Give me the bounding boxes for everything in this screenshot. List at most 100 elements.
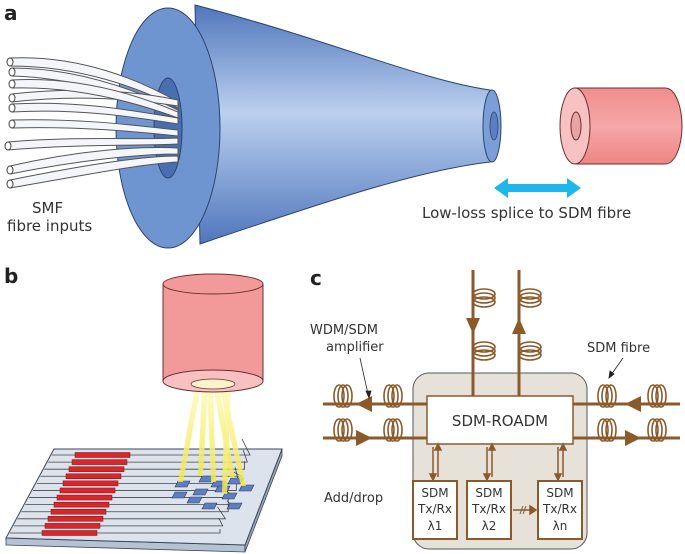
- transceiver-1: SDM Tx/Rx λ1: [412, 480, 458, 540]
- taper-output-core: [489, 111, 499, 141]
- waveguide-gain-segment: [71, 459, 128, 465]
- smf-fibre: [11, 119, 179, 137]
- splice-double-arrow-icon: [494, 178, 581, 198]
- amplifier-label-line1: WDM/SDM: [310, 323, 378, 338]
- sdm-fibre-label: SDM fibre: [587, 341, 650, 356]
- sdm-fibre-pointer: [610, 357, 624, 376]
- transceiver-n-line3: λn: [553, 519, 568, 533]
- smf-fibre: [11, 79, 179, 119]
- transceiver-2-line2: Tx/Rx: [471, 502, 506, 516]
- arrow-left-icon: [356, 396, 372, 412]
- waveguide: [106, 495, 229, 513]
- waveguide: [97, 529, 221, 534]
- waveguide-gain-segment: [74, 452, 131, 458]
- fibre-end-icon: [6, 57, 14, 67]
- waveguide: [127, 449, 248, 463]
- fibre-coil-icon: [472, 341, 496, 361]
- waveguide-gain-segment: [68, 466, 125, 472]
- waveguide: [130, 438, 251, 456]
- transceiver-n-line1: SDM: [546, 486, 573, 500]
- fibre-coil-icon: [597, 418, 617, 442]
- add-drop-link-1: [428, 442, 443, 482]
- grating-coupler-pad: [226, 502, 243, 510]
- panel-a: a: [4, 1, 683, 249]
- fibre-coil-icon: [518, 288, 542, 308]
- waveguide-gain-segment: [56, 494, 113, 501]
- arrow-up-icon: [512, 318, 526, 334]
- waveguide-gain-segment: [47, 516, 104, 522]
- smf-fibre-ends: [4, 57, 16, 189]
- smf-fibre: [11, 102, 179, 125]
- free-space-beams: [178, 386, 246, 494]
- fibre-top-face: [162, 273, 264, 295]
- waveguide: [124, 461, 245, 470]
- fibre-end-icon: [8, 119, 16, 129]
- arrow-left-icon: [625, 396, 641, 412]
- grating-coupler-pad: [221, 492, 238, 500]
- panel-c: c SDM-ROADM: [310, 266, 680, 550]
- waveguide-gain-segment: [41, 530, 98, 536]
- fibre-end-icon: [6, 165, 14, 175]
- light-beam: [198, 386, 208, 476]
- fibre-coil-icon: [383, 418, 403, 442]
- transceiver-n: SDM Tx/Rx λn: [537, 480, 583, 540]
- fibre-bottom-core: [190, 378, 236, 390]
- fibre-coil-icon: [647, 418, 667, 442]
- fibre-coil-icon: [518, 341, 542, 361]
- sdm-fibre-vertical: [162, 273, 264, 393]
- fibre-end-icon: [4, 141, 12, 151]
- waveguide: [100, 517, 224, 527]
- fibre-coils-horizontal: [333, 384, 667, 442]
- transceiver-n-line2: Tx/Rx: [542, 502, 577, 516]
- panel-b-label: b: [4, 264, 18, 288]
- smf-fibre: [9, 155, 179, 189]
- waveguide-gain-region: [41, 452, 131, 536]
- add-drop-link-n: [553, 442, 568, 482]
- amplifier-pointer: [359, 357, 369, 395]
- splice-label: Low-loss splice to SDM fibre: [422, 204, 631, 222]
- waveguide-gain-segment: [62, 480, 119, 487]
- grating-coupler-pad: [192, 488, 209, 496]
- grating-coupler-pad: [238, 484, 255, 492]
- arrow-down-icon: [466, 318, 480, 334]
- light-beam: [207, 386, 216, 482]
- waveguide-gain-segment: [65, 473, 122, 480]
- grating-coupler-pad: [186, 496, 203, 504]
- sdm-fibre-core: [570, 111, 582, 141]
- fibre-end-icon: [8, 67, 16, 77]
- transceiver-2: SDM Tx/Rx λ2: [466, 480, 512, 540]
- grating-coupler-pad: [201, 502, 218, 510]
- transceiver-2-line3: λ2: [482, 519, 497, 533]
- fibre-coil-icon: [597, 384, 617, 408]
- waveguide: [103, 506, 227, 520]
- transceiver-1-line2: Tx/Rx: [417, 502, 452, 516]
- fibre-coil-icon: [647, 384, 667, 408]
- panel-c-label: c: [310, 266, 322, 290]
- smf-label-line2: fibre inputs: [7, 217, 92, 235]
- smf-fibre: [9, 57, 179, 109]
- waveguide-gain-segment: [44, 523, 101, 529]
- fibre-coil-icon: [333, 384, 353, 408]
- fibre-coils-vertical: [472, 288, 542, 361]
- panel-a-label: a: [4, 1, 18, 25]
- transceiver-1-line3: λ1: [428, 519, 443, 533]
- fibre-coil-icon: [472, 288, 496, 308]
- grating-coupler-pad: [174, 480, 191, 488]
- fibre-end-icon: [8, 103, 16, 113]
- fibre-coil-icon: [383, 384, 403, 408]
- waveguide-gain-segment: [50, 508, 107, 515]
- waveguide-gain-segment: [53, 501, 110, 508]
- fibre-end-icon: [6, 179, 14, 189]
- panel-b: b: [4, 264, 283, 553]
- add-drop-link-2: [482, 442, 497, 482]
- arrow-right-icon: [356, 430, 372, 446]
- sdm-fibre-segment: [559, 87, 683, 165]
- fibre-end-icon: [8, 93, 16, 103]
- smf-fibre: [7, 137, 179, 151]
- grating-coupler-pad: [227, 477, 244, 485]
- transceiver-2-line1: SDM: [475, 486, 502, 500]
- light-beam: [222, 386, 231, 494]
- fan-in-taper: [194, 4, 491, 245]
- add-drop-label: Add/drop: [324, 491, 383, 506]
